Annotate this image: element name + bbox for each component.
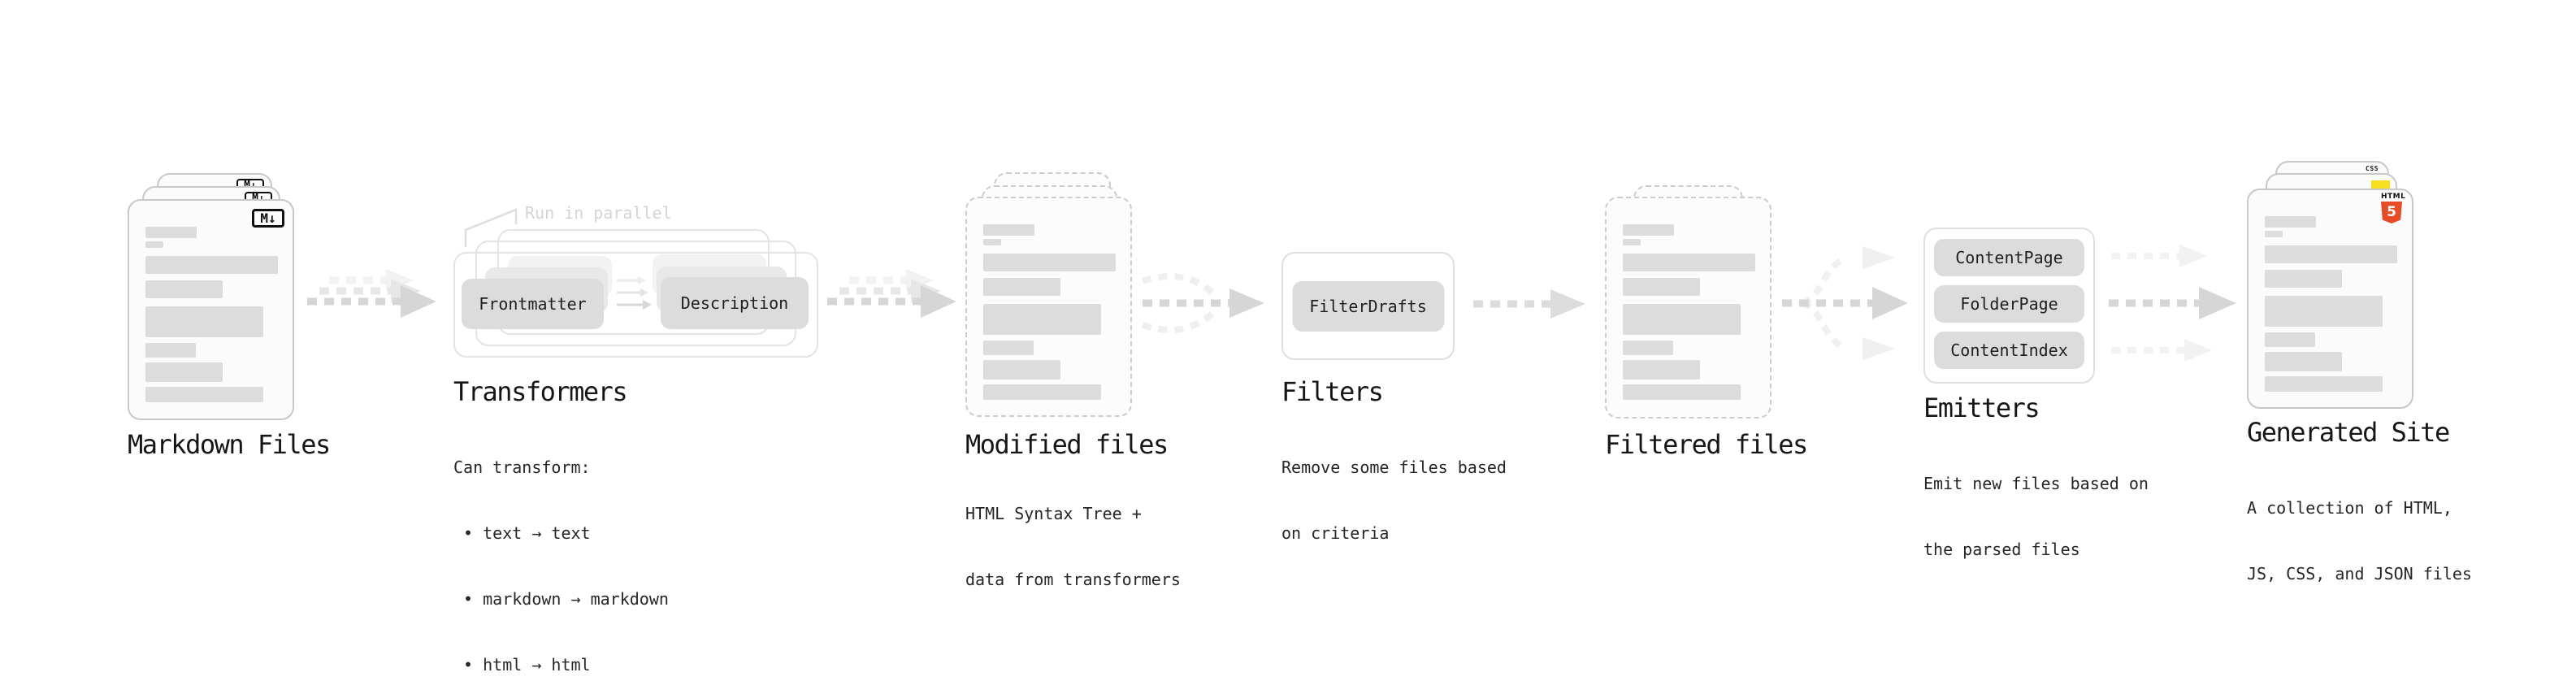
text-line-placeholder	[2265, 270, 2342, 288]
text-line-placeholder	[983, 239, 1001, 245]
file-card-front: HTML 5	[2247, 189, 2413, 409]
text-line-placeholder	[145, 227, 197, 238]
flow-arrow-markdown-to-transformers	[307, 269, 436, 318]
node-description-line: • html → html	[453, 655, 591, 674]
node-title-filtered-files: Filtered files	[1605, 429, 1808, 460]
file-text-placeholder	[967, 198, 1130, 415]
text-line-placeholder	[983, 360, 1060, 380]
file-card-front	[1605, 197, 1772, 419]
html5-icon: HTML 5	[2381, 193, 2405, 223]
text-line-placeholder	[145, 387, 263, 402]
emitter-box-contentindex: ContentIndex	[1934, 332, 2084, 369]
emitter-box-contentpage: ContentPage	[1934, 239, 2084, 276]
node-description-line: HTML Syntax Tree +	[965, 504, 1142, 523]
text-line-placeholder	[2265, 231, 2283, 237]
js-icon	[2371, 180, 2390, 191]
text-line-placeholder	[1623, 239, 1641, 245]
node-description-line: Can transform:	[453, 458, 591, 477]
text-line-placeholder	[983, 278, 1060, 296]
node-description-line: the parsed files	[1923, 540, 2080, 559]
node-description-line: data from transformers	[965, 570, 1181, 589]
file-text-placeholder	[129, 201, 293, 419]
text-line-placeholder	[2265, 245, 2397, 263]
text-line-placeholder	[983, 384, 1101, 400]
text-line-placeholder	[1623, 224, 1674, 236]
node-description-line: Remove some files based	[1281, 458, 1507, 477]
text-line-placeholder	[983, 304, 1101, 335]
node-description: Remove some files based on criteria	[1281, 413, 1507, 588]
node-description-line: JS, CSS, and JSON files	[2247, 564, 2472, 583]
text-line-placeholder	[1623, 360, 1700, 380]
text-line-placeholder	[145, 306, 263, 337]
node-title-generated-site: Generated Site	[2247, 417, 2450, 448]
node-title-markdown-files: Markdown Files	[128, 429, 331, 460]
flow-arrow-modified-to-filters	[1141, 273, 1264, 333]
flow-arrow-transformers-to-modified	[827, 269, 956, 318]
filters-panel: FilterDrafts	[1281, 252, 1455, 360]
file-card-front	[965, 197, 1132, 417]
node-title-modified-files: Modified files	[965, 429, 1169, 460]
node-title-filters: Filters	[1281, 376, 1384, 407]
flow-arrow-emitters-to-generated	[2109, 245, 2236, 362]
text-line-placeholder	[2265, 332, 2315, 347]
text-line-placeholder	[2265, 352, 2342, 371]
node-description: Emit new files based on the parsed files	[1923, 429, 2149, 605]
text-line-placeholder	[145, 280, 223, 298]
parallel-container-front	[453, 252, 818, 358]
markdown-icon: M↓	[252, 209, 284, 228]
transformer-box-frontmatter: Frontmatter	[462, 279, 604, 329]
flow-arrow-filtered-to-emitters	[1782, 246, 1908, 360]
node-description: HTML Syntax Tree + data from transformer…	[965, 459, 1181, 635]
text-line-placeholder	[1623, 340, 1673, 355]
text-line-placeholder	[145, 241, 163, 248]
file-card-front: M↓	[128, 199, 294, 420]
node-description-line: • text → text	[453, 523, 591, 543]
emitters-panel: ContentPage FolderPage ContentIndex	[1923, 228, 2095, 384]
node-description-line: on criteria	[1281, 523, 1390, 543]
emitter-box-folderpage: FolderPage	[1934, 285, 2084, 323]
node-title-emitters: Emitters	[1923, 393, 2040, 423]
node-description-line: Emit new files based on	[1923, 474, 2149, 493]
text-line-placeholder	[1623, 278, 1700, 296]
text-line-placeholder	[145, 256, 278, 274]
node-description-line: • markdown → markdown	[453, 589, 669, 609]
file-text-placeholder	[1607, 198, 1770, 417]
text-line-placeholder	[983, 340, 1034, 355]
text-line-placeholder	[2265, 216, 2316, 228]
text-line-placeholder	[983, 254, 1116, 271]
file-text-placeholder	[2249, 190, 2412, 407]
node-title-transformers: Transformers	[453, 376, 628, 407]
run-in-parallel-note: Run in parallel	[525, 203, 672, 223]
text-line-placeholder	[145, 343, 196, 358]
node-description: Can transform: • text → text • markdown …	[453, 413, 669, 681]
text-line-placeholder	[1623, 254, 1755, 271]
filter-box-filterdrafts: FilterDrafts	[1292, 280, 1444, 332]
text-line-placeholder	[1623, 304, 1741, 335]
text-line-placeholder	[2265, 376, 2383, 392]
parallel-mini-arrows	[617, 276, 652, 310]
transformer-box-description: Description	[661, 277, 809, 329]
text-line-placeholder	[145, 362, 223, 382]
flow-arrow-filters-to-filtered	[1473, 289, 1585, 319]
text-line-placeholder	[2265, 296, 2383, 327]
text-line-placeholder	[1623, 384, 1741, 400]
node-description-line: A collection of HTML,	[2247, 498, 2452, 518]
text-line-placeholder	[983, 224, 1034, 236]
node-description: A collection of HTML, JS, CSS, and JSON …	[2247, 453, 2472, 629]
note-leader-line	[464, 208, 518, 247]
